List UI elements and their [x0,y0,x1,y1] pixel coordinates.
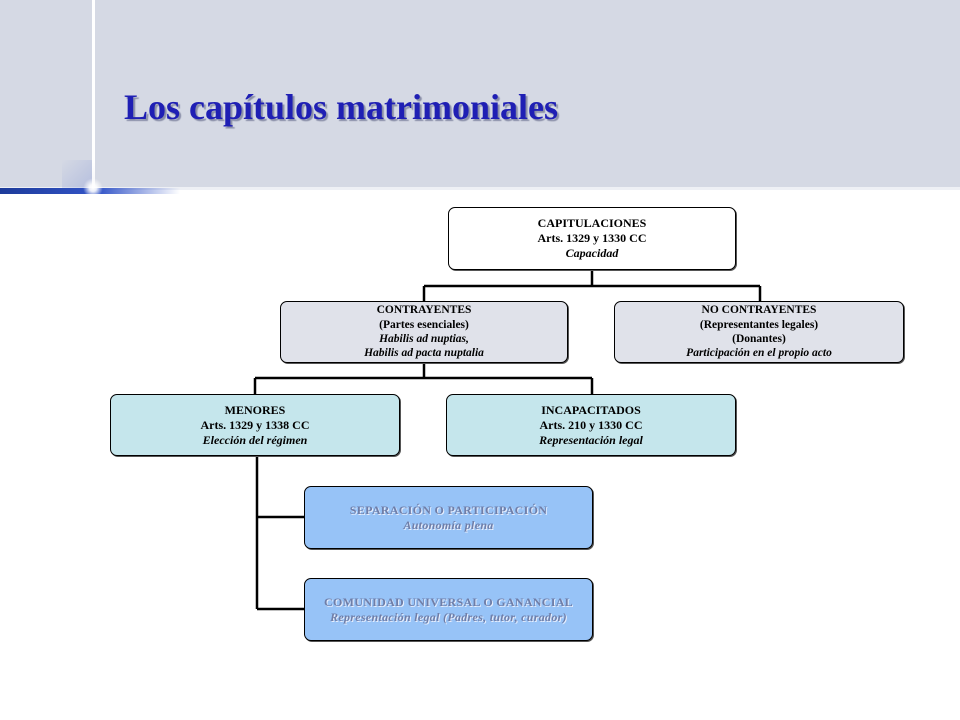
node-label: MENORES [224,402,286,417]
node-contrayentes: CONTRAYENTES (Partes esenciales) Habilis… [280,301,568,363]
node-subtitle: Autonomía plena [403,517,494,532]
node-detail: Habilis ad nuptias, [379,333,469,345]
node-subtitle: Representación legal [539,432,643,447]
node-incapacitados: INCAPACITADOS Arts. 210 y 1330 CC Repres… [446,394,736,456]
node-articles: Arts. 210 y 1330 CC [539,417,643,432]
node-detail: (Partes esenciales) [379,318,469,331]
node-subtitle: Capacidad [565,246,619,260]
node-subtitle: Representación legal (Padres, tutor, cur… [330,609,567,624]
node-label: SEPARACIÓN O PARTICIPACIÓN [349,502,548,517]
node-label: COMUNIDAD UNIVERSAL O GANANCIAL [324,594,573,609]
node-separacion: SEPARACIÓN O PARTICIPACIÓN Autonomía ple… [304,486,593,549]
node-detail: Habilis ad pacta nuptalia [364,347,484,360]
node-label: NO CONTRAYENTES [701,304,817,317]
node-no-contrayentes: NO CONTRAYENTES (Representantes legales)… [614,301,904,363]
node-label: CAPITULACIONES [537,216,647,230]
header-band [0,0,960,190]
decorative-sparkle [83,178,103,198]
node-articles: Arts. 1329 y 1330 CC [537,231,647,245]
node-capitulaciones: CAPITULACIONES Arts. 1329 y 1330 CC Capa… [448,207,736,270]
node-detail: Participación en el propio acto [686,347,832,360]
node-detail: (Donantes) [732,333,786,345]
node-comunidad: COMUNIDAD UNIVERSAL O GANANCIAL Represen… [304,578,593,641]
decorative-vertical-line [92,0,95,270]
node-label: INCAPACITADOS [541,402,641,417]
node-subtitle: Elección del régimen [202,432,308,447]
node-detail: (Representantes legales) [699,318,819,331]
node-menores: MENORES Arts. 1329 y 1338 CC Elección de… [110,394,400,456]
slide-title: Los capítulos matrimoniales [124,87,559,127]
node-articles: Arts. 1329 y 1338 CC [200,417,310,432]
node-label: CONTRAYENTES [376,304,472,317]
